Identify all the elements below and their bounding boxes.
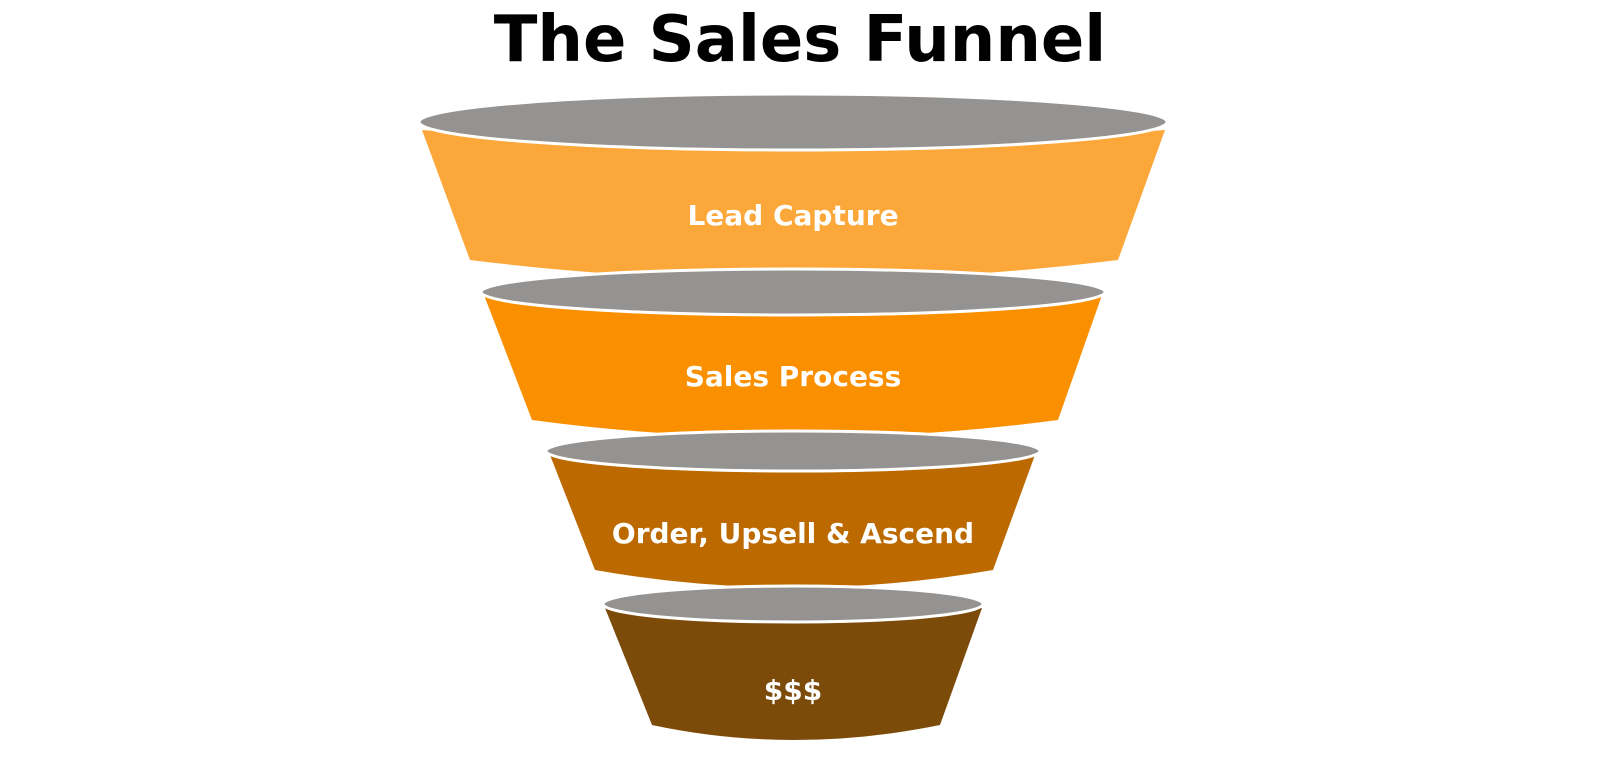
funnel-stage-lead-capture: Lead Capture <box>417 92 1169 280</box>
funnel-stage-label: Sales Process <box>685 360 902 393</box>
funnel-stage-band <box>550 455 1035 588</box>
funnel-stage-order-upsell-ascend: Order, Upsell & Ascend <box>544 429 1042 588</box>
funnel-stage-label: $$$ <box>764 674 822 707</box>
funnel-stage-rim <box>479 267 1107 317</box>
page-title: The Sales Funnel <box>493 3 1107 77</box>
funnel-stage-band <box>605 608 982 740</box>
funnel-stage-band <box>484 295 1102 438</box>
funnel-stage-rim <box>417 92 1169 152</box>
funnel-stage-rim <box>544 429 1042 473</box>
funnel-stage-label: Lead Capture <box>687 199 898 232</box>
funnel-stage-band <box>422 130 1165 280</box>
funnel-stage-profit: $$$ <box>601 584 985 740</box>
funnel-stage-rim <box>601 584 985 624</box>
funnel-stage-label: Order, Upsell & Ascend <box>612 517 974 550</box>
funnel-stage-sales-process: Sales Process <box>479 267 1107 438</box>
